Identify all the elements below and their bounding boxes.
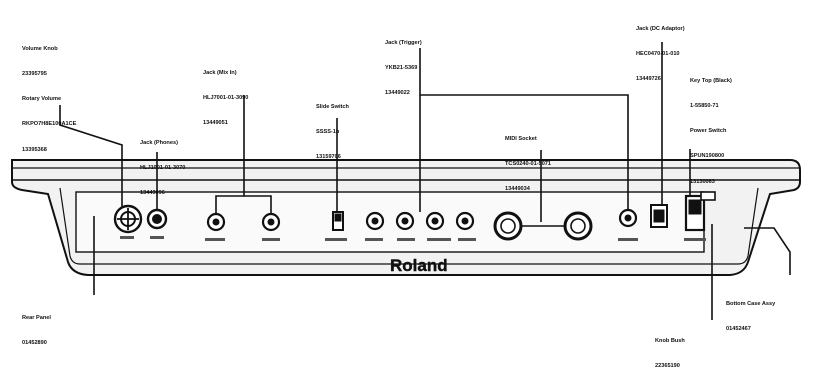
rear-panel-drawing: Roland — [11, 42, 801, 320]
callout-line: Slide Switch — [316, 103, 349, 110]
callout-line: 1-55850-71 — [690, 103, 719, 110]
brand-logo: Roland — [390, 256, 448, 275]
callout-line: 13130063 — [690, 178, 715, 185]
callout-line: Knob Bush — [655, 337, 685, 344]
callout-line: 13449022 — [385, 90, 410, 97]
callout-line: 13159706 — [316, 154, 341, 161]
callout-line: Key Top (Black) — [690, 77, 732, 84]
callout-line: Jack (DC Adaptor) — [636, 25, 685, 32]
callout-jack-dc-adaptor: Jack (DC Adaptor) HEC0470-01-010 1344972… — [636, 8, 685, 92]
callout-line: Rear Panel — [22, 314, 51, 321]
callout-jack-phones: Jack (Phones) HLJ1001-01-3070 13449096 — [140, 122, 185, 206]
callout-line: 01452890 — [22, 340, 47, 347]
callout-line: 13449096 — [140, 190, 165, 197]
callout-line: TCS0240-01-5071 — [505, 161, 552, 168]
callout-line: Jack (Mix In) — [203, 69, 237, 76]
callout-knob-bush: Knob Bush 22365190 — [655, 320, 685, 379]
callout-line: Bottom Case Assy — [726, 300, 776, 307]
callout-line: MIDI Socket — [505, 135, 537, 142]
callout-line: 13449034 — [505, 186, 530, 193]
callout-line: 23395795 — [22, 71, 47, 78]
callout-midi-socket: MIDI Socket TCS0240-01-5071 13449034 — [505, 118, 551, 202]
callout-line: 13395368 — [22, 146, 47, 153]
callout-jack-trigger: Jack (Trigger) YKB21-5369 13449022 — [385, 22, 422, 106]
panel-silk-marks — [120, 236, 706, 241]
callout-line: 22365190 — [655, 363, 680, 370]
callout-line: SPUN190800 — [690, 153, 725, 160]
callout-line: Power Switch — [690, 128, 727, 135]
callout-bottom-case: Bottom Case Assy 01452467 — [726, 283, 775, 342]
leader-lines — [59, 42, 791, 320]
connectors — [113, 191, 716, 241]
callout-line: Jack (Trigger) — [385, 39, 422, 46]
callout-line: HLJ7001-01-3090 — [203, 95, 249, 102]
rear-panel-face — [75, 191, 705, 253]
callout-slide-switch: Slide Switch SSSS-1b 13159706 — [316, 86, 349, 170]
callout-line: YKB21-5369 — [385, 65, 418, 72]
callout-knob-cap-power-switch: Key Top (Black) 1-55850-71 Power Switch … — [690, 60, 732, 195]
callout-line: Rotary Volume — [22, 96, 62, 103]
callout-line: HEC0470-01-010 — [636, 51, 680, 58]
callout-line: Jack (Phones) — [140, 139, 178, 146]
diagram-stage: Roland Volume Knob 23395795 Rotary Volum… — [11, 8, 801, 369]
callout-volume-knob: Volume Knob 23395795 Rotary Volume RKPO7… — [22, 28, 76, 163]
callout-rear-panel: Rear Panel 01452890 — [22, 297, 51, 356]
callout-line: Volume Knob — [22, 45, 58, 52]
callout-line: 13449051 — [203, 120, 228, 127]
callout-line: 01452467 — [726, 326, 751, 333]
callout-jack-mix-in: Jack (Mix In) HLJ7001-01-3090 13449051 — [203, 52, 248, 136]
callout-line: RKPO7H8E100A1CE — [22, 121, 77, 128]
callout-line: HLJ1001-01-3070 — [140, 165, 186, 172]
callout-line: SSSS-1b — [316, 129, 340, 136]
callout-line: 13449726 — [636, 76, 661, 83]
